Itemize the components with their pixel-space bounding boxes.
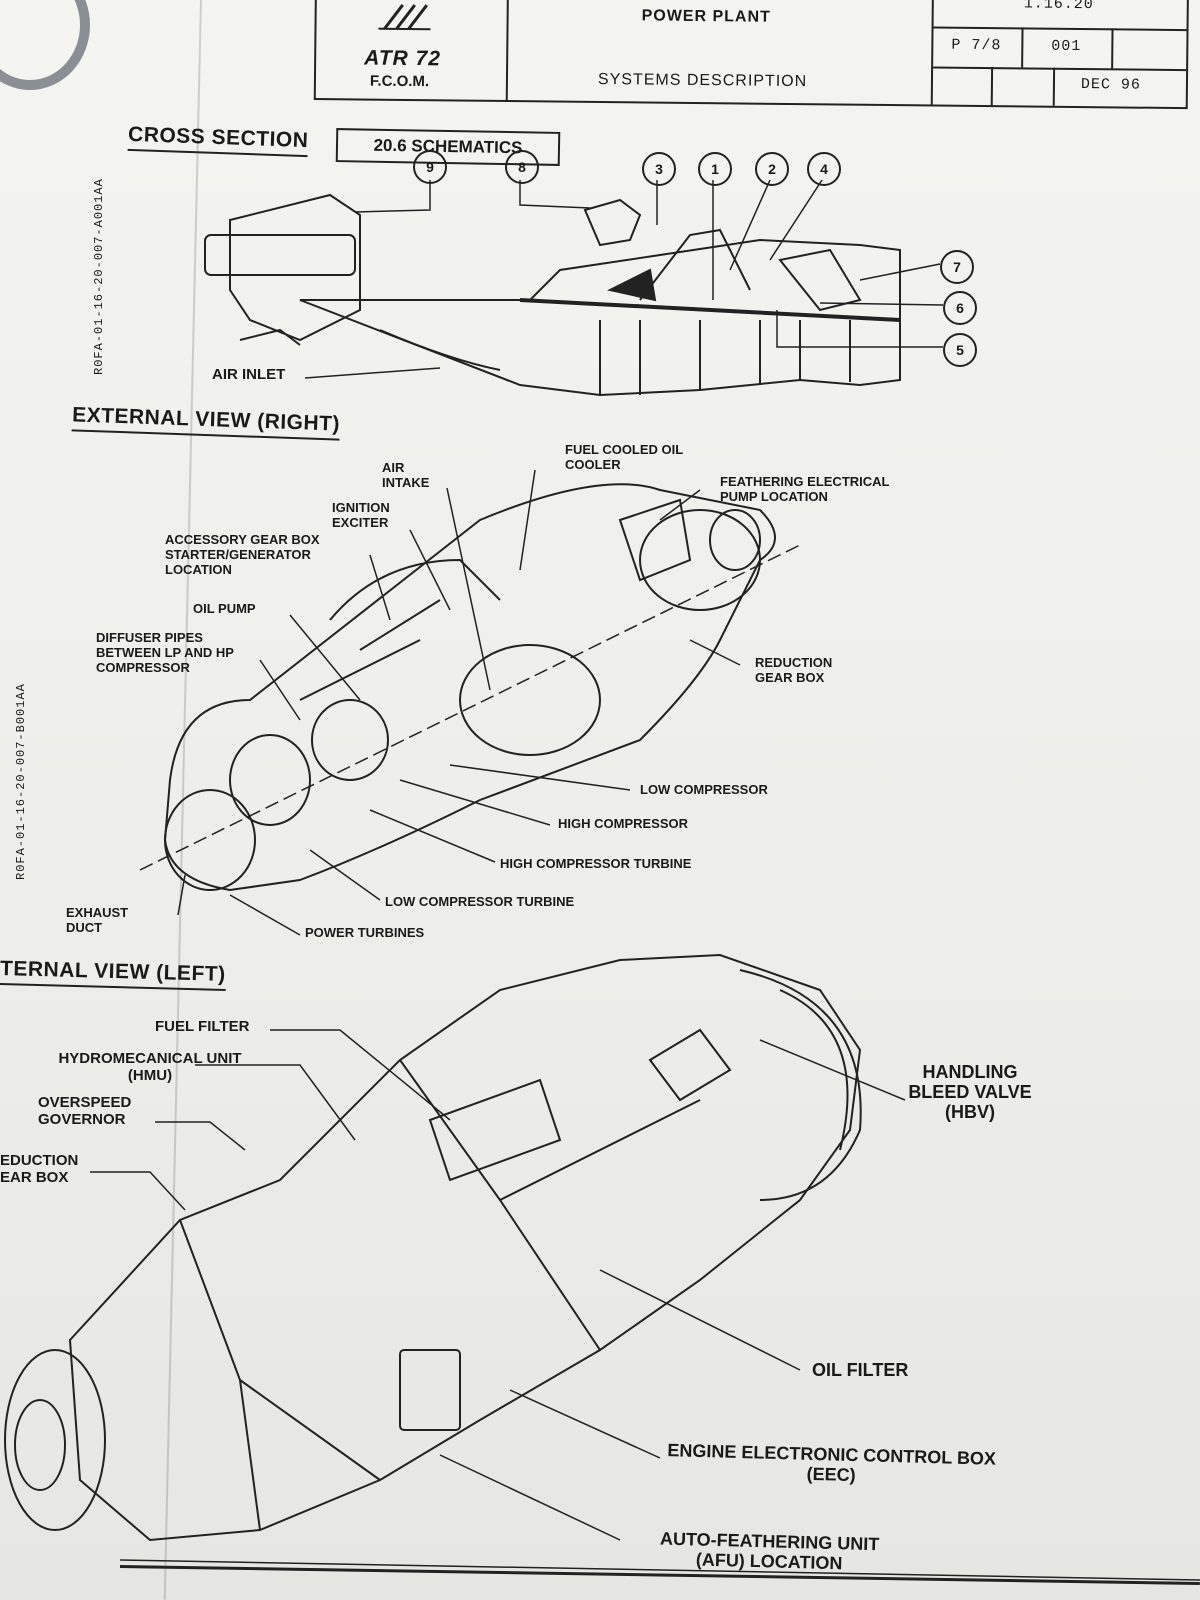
low-compressor-label: LOW COMPRESSOR bbox=[640, 782, 768, 797]
binder-ring bbox=[0, 0, 90, 90]
callout-7: 7 bbox=[940, 250, 974, 284]
callout-3: 3 bbox=[642, 152, 676, 186]
page-header: ATR 72 F.C.O.M. POWER PLANT SYSTEMS DESC… bbox=[313, 0, 1189, 110]
callout-6: 6 bbox=[943, 291, 977, 325]
oil-pump-label: OIL PUMP bbox=[193, 601, 256, 616]
overspeed-governor-label: OVERSPEED GOVERNOR bbox=[38, 1094, 132, 1128]
air-inlet-label: AIR INLET bbox=[212, 366, 286, 383]
callout-8: 8 bbox=[505, 150, 539, 184]
power-turbines-label: POWER TURBINES bbox=[305, 925, 425, 940]
ignition-exciter-label: IGNITION EXCITER bbox=[332, 500, 390, 530]
feathering-pump-label: FEATHERING ELECTRICAL PUMP LOCATION bbox=[720, 474, 890, 504]
side-reference-cross-section: R0FA-01-16-20-007-A001AA bbox=[92, 178, 106, 375]
logo-cell: ATR 72 F.C.O.M. bbox=[315, 0, 509, 101]
exhaust-duct-label: EXHAUST DUCT bbox=[66, 905, 129, 935]
afu-label: AUTO-FEATHERING UNIT (AFU) LOCATION bbox=[659, 1528, 880, 1574]
right-view-drawing bbox=[139, 483, 801, 892]
high-compressor-label: HIGH COMPRESSOR bbox=[558, 816, 689, 831]
side-reference-external: R0FA-01-16-20-007-B001AA bbox=[14, 683, 28, 880]
cross-section-drawing bbox=[204, 193, 901, 397]
fuel-filter-label: FUEL FILTER bbox=[155, 1018, 250, 1035]
diffuser-pipes-label: DIFFUSER PIPES BETWEEN LP AND HP COMPRES… bbox=[96, 630, 234, 675]
fuel-cooled-oil-cooler-label: FUEL COOLED OIL COOLER bbox=[565, 442, 683, 472]
air-intake-label: AIR INTAKE bbox=[382, 460, 430, 490]
callout-5: 5 bbox=[943, 333, 977, 367]
callout-9: 9 bbox=[413, 150, 447, 184]
left-view-drawing bbox=[4, 953, 1200, 1581]
low-compressor-turbine-label: LOW COMPRESSOR TURBINE bbox=[385, 894, 575, 909]
accessory-gear-box-label: ACCESSORY GEAR BOX STARTER/GENERATOR LOC… bbox=[165, 532, 320, 577]
hbv-label: HANDLING BLEED VALVE (HBV) bbox=[908, 1062, 1032, 1122]
reduction-gear-box-left-label: EDUCTION EAR BOX bbox=[0, 1152, 79, 1186]
callout-4: 4 bbox=[807, 152, 841, 186]
reduction-gear-box-label: REDUCTION GEAR BOX bbox=[755, 655, 833, 685]
hmu-label: HYDROMECANICAL UNIT (HMU) bbox=[58, 1050, 242, 1084]
high-compressor-turbine-label: HIGH COMPRESSOR TURBINE bbox=[500, 856, 692, 871]
oil-filter-label: OIL FILTER bbox=[812, 1360, 909, 1380]
left-view-heading: TERNAL VIEW (LEFT) bbox=[0, 957, 226, 991]
callout-2: 2 bbox=[755, 152, 789, 186]
atr-logo-icon bbox=[378, 4, 431, 31]
callout-1: 1 bbox=[698, 152, 732, 186]
